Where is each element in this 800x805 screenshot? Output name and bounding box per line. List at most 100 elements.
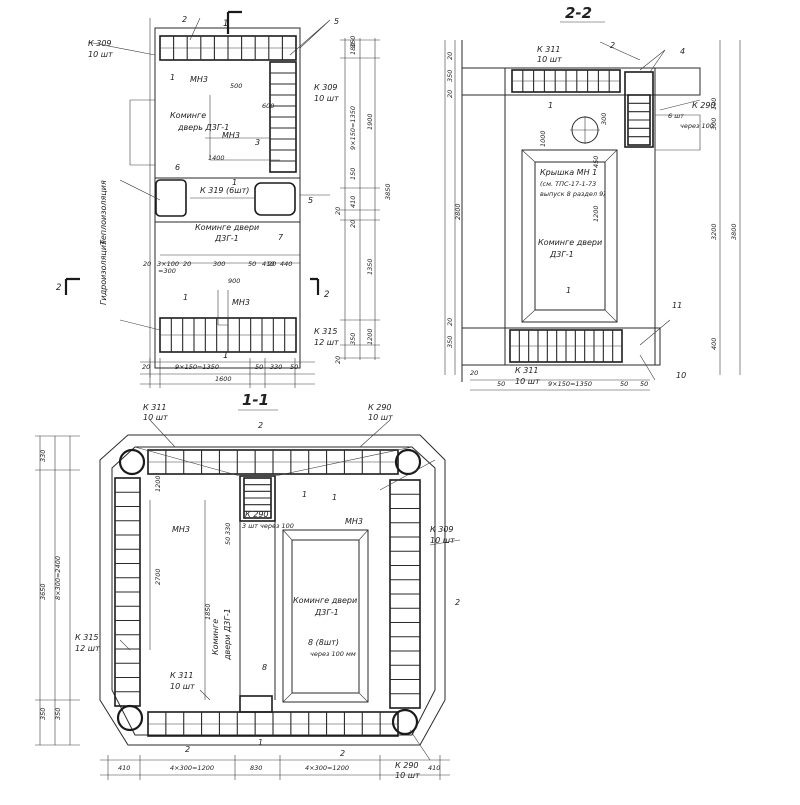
s22-label-door-block2: Д3Г-1 (549, 250, 574, 259)
plan-dim-mid: 300 (213, 260, 225, 268)
plan-dim-mid: 20 (268, 260, 276, 268)
plan-label-k309-b: К 309 (314, 83, 338, 92)
plan-dim-right: 9×150=1350 (349, 106, 357, 150)
plan-dim-mid: 440 (280, 260, 292, 268)
s11-door-frame-outer (282, 529, 369, 703)
s11-label-k290-top: К 290 (368, 403, 392, 412)
s22-label-hatch-note2: выпуск 8 раздел 9) (540, 190, 606, 198)
section-1-1-view: 1-1 К 311 10 шт К 290 (35, 391, 460, 780)
section-1-1-title: 1-1 (242, 391, 269, 409)
s11-label-mn3-b: МН3 (345, 517, 363, 526)
plan-callout: 6 (175, 163, 180, 172)
plan-dim-mid: 900 (228, 277, 240, 285)
s11-callout: 1 (332, 493, 337, 502)
s22-dim-mid: 450 (592, 156, 600, 168)
s22-dim-left: 2800 (454, 203, 462, 220)
s11-dim-inner: 1850 (204, 603, 212, 620)
s11-door-frame-inner (291, 539, 360, 694)
plan-dim-mid: 3×100 (157, 260, 179, 268)
plan-dim-right: 180 (349, 43, 357, 55)
s11-dim-left: 350 (54, 708, 62, 720)
plan-dim-mid: 500 (230, 82, 242, 90)
s22-dim-bottom: 50 (640, 380, 648, 388)
plan-dim-right: 350 (349, 333, 357, 345)
s11-corner-top-left (118, 448, 146, 476)
s22-dim-left: 350 (446, 336, 454, 348)
plan-label-k319: К 319 (6шт) (200, 186, 249, 195)
s22-label-k290-note: 6 шт (668, 112, 684, 120)
s11-label-k290-mid-note: 3 шт через 100 (242, 522, 294, 530)
s22-dim-mid: 1000 (539, 130, 547, 147)
plan-dim-mid: 50 (248, 260, 256, 268)
plan-dim-right: 150 (349, 168, 357, 180)
plan-dim-right: 1200 (366, 328, 374, 345)
plan-label-k309-a: К 309 (88, 39, 112, 48)
s11-dim-bottom: 410 (118, 764, 130, 772)
s22-label-k311-bottom: К 311 (515, 366, 539, 375)
plan-section-left: 2 (56, 283, 61, 293)
s22-dim-right: 3200 (710, 223, 718, 240)
plan-dim-right: 20 (334, 207, 342, 215)
s11-label-k315-count: 12 шт (75, 644, 100, 653)
section-2-2-title: 2-2 (565, 4, 592, 22)
plan-dim-mid: 600 (262, 102, 274, 110)
s22-dim-left: 20 (446, 318, 454, 326)
s22-dim-right: 400 (710, 338, 718, 350)
plan-corner-box-right (254, 182, 296, 216)
s22-label-k311-bottom-count: 10 шт (515, 377, 540, 386)
s11-callout: 2 (258, 421, 263, 430)
s22-callout: 4 (680, 47, 685, 56)
s11-inner-ladder (239, 475, 276, 522)
plan-dim-bottom: 330 (270, 363, 282, 371)
s11-dim-inner: 330 (224, 523, 232, 535)
s11-label-k315: К 315 (75, 633, 99, 642)
plan-callout: 1 (170, 73, 175, 82)
s22-dim-right: 3800 (730, 223, 738, 240)
s22-dim-mid: 300 (600, 113, 608, 125)
s11-callout: 2 (185, 745, 190, 754)
plan-dim-mid: 20 (143, 260, 151, 268)
s11-label-k290-mid: К 290 (245, 510, 269, 519)
plan-label-mn3-b: МН3 (222, 131, 240, 140)
s22-dim-right: 100 (710, 98, 718, 110)
s22-dim-bottom: 20 (470, 369, 478, 377)
plan-label-k315-count: 12 шт (314, 338, 339, 347)
s22-callout: 10 (676, 371, 686, 380)
s22-label-hatch-note: (см. ТПС-17-1-73 (540, 180, 596, 188)
s22-label-door-block: Коминге двери (538, 238, 602, 247)
section-2-2-corner-hatch (627, 94, 651, 146)
plan-dim-mid: 1400 (208, 154, 225, 162)
s11-callout: 1 (258, 738, 263, 747)
s11-label-k311-top-count: 10 шт (143, 413, 168, 422)
s22-callout: 2 (610, 41, 615, 50)
plan-dim-mid: 20 (183, 260, 191, 268)
plan-callout: 5 (334, 17, 339, 26)
s11-dim-bottom: 830 (250, 764, 262, 772)
plan-label-insulation: Теплоизоляция (99, 180, 108, 245)
s22-dim-left: 350 (446, 70, 454, 82)
s11-bottom-small-box (239, 695, 273, 713)
s11-label-k309-count: 10 шт (430, 536, 455, 545)
s11-callout: 2 (340, 749, 345, 758)
s22-dim-mid: 1200 (592, 205, 600, 222)
plan-label-door-a2: дверь Д3Г-1 (177, 123, 229, 132)
s22-label-hatch-cover: Крышка МН 1 (540, 168, 597, 177)
plan-dim-bottom: 50 (290, 363, 298, 371)
plan-dim-right: 3850 (384, 183, 392, 200)
s11-label-k311-low-count: 10 шт (170, 682, 195, 691)
section-2-2-dims-mid: 300 1000 450 1200 (539, 113, 608, 222)
plan-top-rebar (159, 35, 297, 61)
s11-label-bar-8: 8 (8шт) (308, 638, 339, 647)
s11-dim-left: 8×300=2400 (54, 556, 62, 600)
s11-label-door-b: Коминге двери (293, 596, 357, 605)
plan-label-waterproofing: Гидроизоляция (99, 240, 108, 305)
section-2-2-door-frame-outer (521, 149, 618, 323)
section-2-2-bottom-rebar (509, 329, 623, 363)
